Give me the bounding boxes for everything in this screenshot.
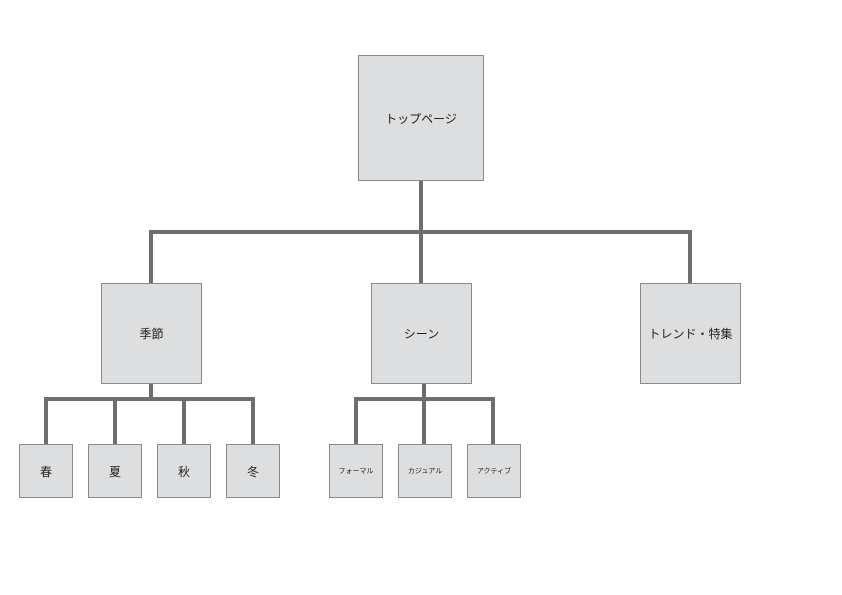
node-label: 秋 (177, 464, 190, 479)
node-autumn: 秋 (157, 444, 211, 498)
node-label: シーン (403, 327, 440, 341)
node-spring: 春 (19, 444, 73, 498)
node-summer: 夏 (88, 444, 142, 498)
node-top-page: トップページ (358, 55, 484, 181)
node-casual: カジュアル (398, 444, 452, 498)
node-label: カジュアル (407, 467, 443, 475)
node-formal: フォーマル (329, 444, 383, 498)
node-label: 春 (39, 464, 52, 479)
node-season: 季節 (101, 283, 202, 384)
node-label: トップページ (385, 111, 457, 126)
node-trend-feature: トレンド・特集 (640, 283, 741, 384)
node-label: フォーマル (338, 467, 374, 475)
node-scene: シーン (371, 283, 472, 384)
node-label: 冬 (246, 464, 259, 479)
node-winter: 冬 (226, 444, 280, 498)
node-label: 夏 (108, 464, 121, 479)
node-label: トレンド・特集 (648, 327, 733, 341)
node-active: アクティブ (467, 444, 521, 498)
node-label: 季節 (139, 327, 164, 341)
node-label: アクティブ (476, 467, 512, 475)
